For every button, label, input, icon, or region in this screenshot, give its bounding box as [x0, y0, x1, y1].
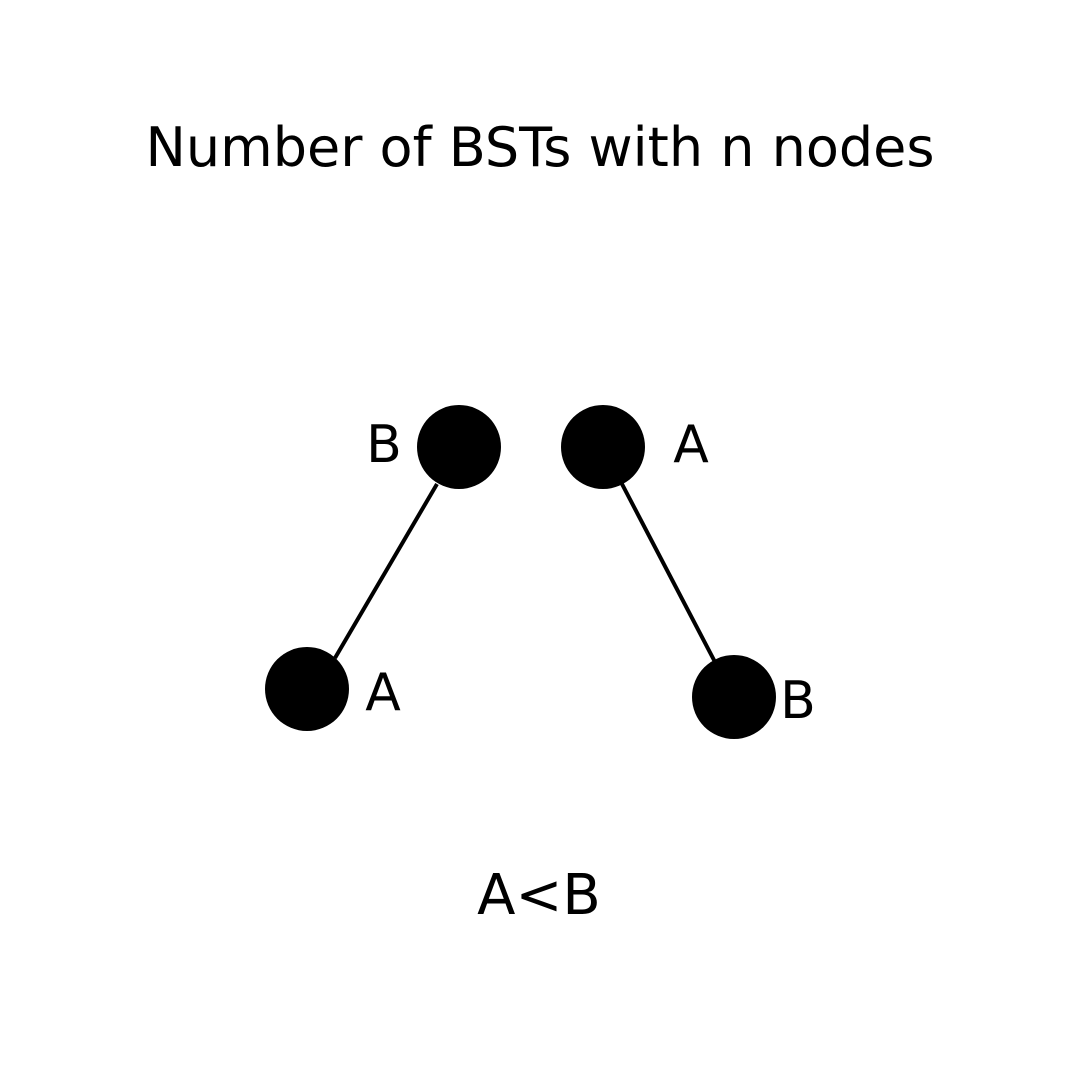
tree1-child-node [265, 647, 349, 731]
edge-b-to-a [333, 482, 439, 660]
tree1-child-label: A [365, 663, 401, 723]
tree1-root-node [417, 405, 501, 489]
tree2-root-node [561, 405, 645, 489]
tree2-child-label: B [780, 671, 816, 731]
tree1-root-label: B [366, 415, 402, 475]
tree-left-child: B A [265, 405, 501, 731]
tree2-root-label: A [673, 415, 709, 475]
ordering-caption: A<B [477, 863, 601, 928]
tree2-child-node [692, 655, 776, 739]
edge-a-to-b [620, 483, 717, 663]
tree-right-child: A B [561, 405, 816, 739]
diagram-title: Number of BSTs with n nodes [145, 116, 934, 179]
